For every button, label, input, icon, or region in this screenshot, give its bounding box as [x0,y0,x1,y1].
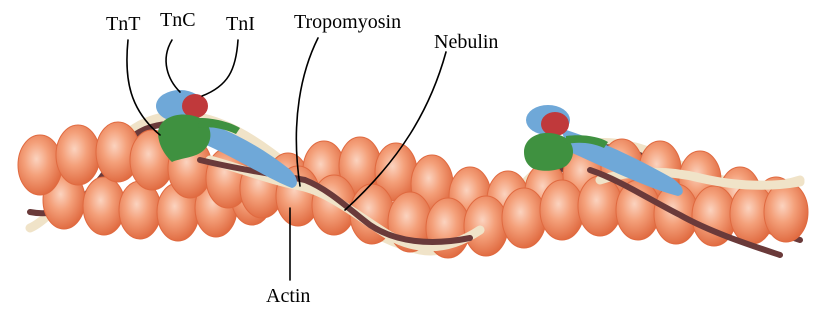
actin-monomer [764,182,808,242]
actin-monomer [464,196,508,256]
label-tnt: TnT [106,13,140,35]
label-nebulin: Nebulin [434,31,498,53]
actin-monomer [540,180,584,240]
tnt-subunit [524,133,573,171]
actin-monomer [578,176,622,236]
tni-leader [202,40,238,96]
actin-monomer [56,125,100,185]
actin-monomer [18,135,62,195]
label-tnc: TnC [160,9,196,31]
tnc-leader [166,40,180,92]
actin-monomer [502,188,546,248]
label-tropomyosin: Tropomyosin [294,11,401,33]
actin-filament [18,122,808,258]
tni-subunit [541,112,569,136]
label-actin: Actin [266,285,310,307]
tni-subunit [182,94,208,118]
label-tni: TnI [226,13,255,35]
